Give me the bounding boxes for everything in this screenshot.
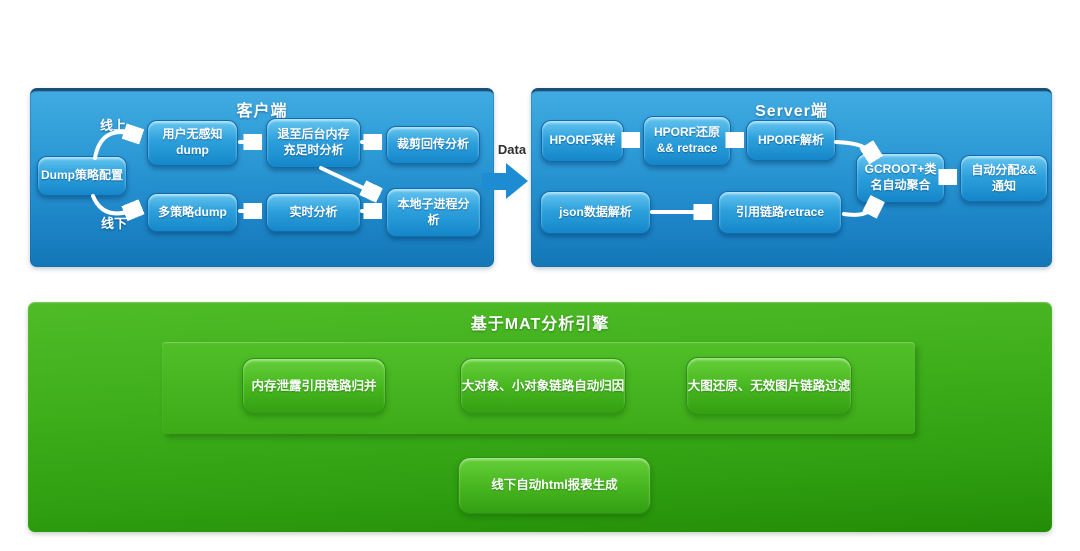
node-dump-config: Dump策略配置 [37, 156, 127, 196]
node-user-dump: 用户无感知 dump [147, 120, 238, 166]
server-panel-title: Server端 [755, 103, 828, 120]
node-auto-assign-notify: 自动分配&& 通知 [960, 155, 1048, 202]
node-crop-upload-analysis: 裁剪回传分析 [386, 126, 480, 164]
client-panel-title: 客户端 [236, 103, 288, 120]
data-transfer-label: Data [497, 142, 527, 157]
node-bg-memory-analysis: 退至后台内存 充足时分析 [266, 118, 361, 168]
mat-engine-title: 基于MAT分析引擎 [470, 316, 610, 333]
node-hporf-parsing: HPORF解析 [746, 120, 836, 161]
engine-features-container: 内存泄露引用链路归并 大对象、小对象链路自动归因 大图还原、无效图片链路过滤 [162, 342, 915, 434]
node-multi-strategy-dump: 多策略dump [147, 193, 238, 232]
mat-engine-panel: 基于MAT分析引擎 内存泄露引用链路归并 大对象、小对象链路自动归因 大图还原、… [28, 302, 1052, 532]
node-gcroot-aggregation: GCROOT+类 名自动聚合 [856, 153, 945, 203]
offline-flow-label: 线下 [101, 216, 128, 231]
feature-offline-html-report: 线下自动html报表生成 [458, 457, 651, 514]
node-hporf-restore-retrace: HPORF还原 && retrace [643, 116, 731, 166]
node-json-parsing: json数据解析 [540, 191, 651, 234]
node-hporf-sampling: HPORF采样 [541, 120, 624, 162]
feature-leak-chain-merge: 内存泄露引用链路归并 [242, 358, 386, 414]
node-local-subprocess-analysis: 本地子进程分 析 [386, 188, 481, 237]
online-flow-label: 线上 [100, 118, 127, 133]
node-reference-chain-retrace: 引用链路retrace [718, 191, 842, 234]
node-realtime-analysis: 实时分析 [266, 193, 361, 232]
feature-object-chain-attribution: 大对象、小对象链路自动归因 [460, 358, 626, 414]
feature-image-chain-filter: 大图还原、无效图片链路过滤 [686, 357, 852, 415]
